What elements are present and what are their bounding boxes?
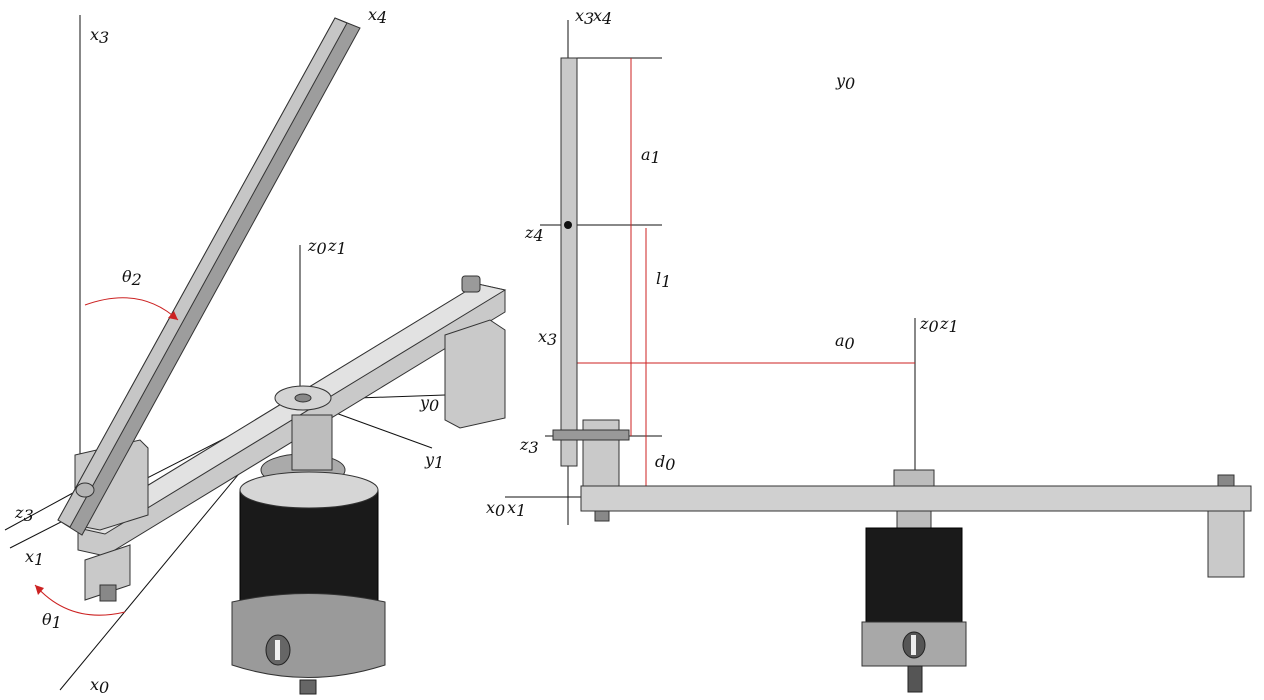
- label-a1: a1: [641, 145, 661, 167]
- right-support-block: [444, 319, 506, 429]
- label-z1-right: z1: [939, 314, 959, 336]
- left-joint-lower: [84, 544, 131, 601]
- horizontal-right-bolt: [1217, 474, 1235, 487]
- label-l1: l1: [656, 269, 671, 291]
- label-x3-right: x3: [538, 327, 557, 349]
- label-x4: x4: [368, 5, 387, 27]
- side-hub-top: [893, 469, 935, 487]
- left-lower-bolt: [99, 584, 117, 602]
- label-x1: x1: [25, 547, 44, 569]
- label-d0: d0: [655, 452, 675, 474]
- motor-base-knob-slot: [275, 640, 280, 660]
- side-joint-pin: [552, 429, 630, 441]
- label-y1: y1: [424, 450, 444, 472]
- side-right-support: [1207, 510, 1245, 578]
- label-z1: z1: [327, 236, 347, 258]
- hub-shaft: [291, 414, 333, 471]
- z4-joint-point: [564, 221, 572, 229]
- label-x0: x0: [90, 675, 109, 695]
- label-theta1: θ1: [42, 610, 62, 632]
- motor-shaft-bottom: [299, 679, 317, 695]
- horizontal-left-bolt: [594, 510, 610, 522]
- isometric-view: x3 x4 z0 z1 θ2 y0 y1 z3 x1 θ1 x0: [4, 5, 507, 697]
- upper-arm-face: [57, 17, 348, 528]
- label-x3: x3: [90, 25, 109, 47]
- label-z4: z4: [524, 223, 544, 245]
- horizontal-link: [580, 485, 1252, 512]
- side-motor-knob-slot: [911, 635, 916, 655]
- label-z3-right: z3: [519, 435, 539, 457]
- label-y0: y0: [419, 393, 439, 415]
- upper-arm-pivot-bolt: [75, 482, 95, 498]
- theta2-arc: [84, 297, 179, 321]
- side-motor-shaft: [907, 665, 923, 693]
- label-z3: z3: [14, 503, 34, 525]
- motor-base: [231, 593, 386, 678]
- vertical-link: [560, 57, 578, 467]
- theta1-arrowhead: [35, 585, 44, 595]
- label-x0-right: x0: [486, 498, 505, 520]
- motor-top-flange: [239, 471, 379, 509]
- label-y0-right: y0: [835, 71, 855, 93]
- label-theta2: θ2: [122, 267, 142, 289]
- z3-axis-line: [4, 487, 83, 531]
- label-x1-right: x1: [507, 498, 526, 520]
- label-x4-top: x4: [593, 6, 612, 28]
- label-a0: a0: [835, 331, 855, 353]
- label-z0: z0: [307, 236, 327, 258]
- label-x3-top: x3: [575, 6, 594, 28]
- side-motor-body: [865, 527, 963, 627]
- right-bolt: [461, 275, 481, 293]
- label-z0-right: z0: [919, 314, 939, 336]
- theta1-arc: [34, 584, 126, 616]
- theta2-arrowhead: [168, 311, 178, 320]
- hub-screw: [294, 393, 312, 403]
- side-view: x3 x4 y0 a1 z4 l1 z0 z1 x3 a0 z3 d0 x0 x…: [486, 6, 1252, 693]
